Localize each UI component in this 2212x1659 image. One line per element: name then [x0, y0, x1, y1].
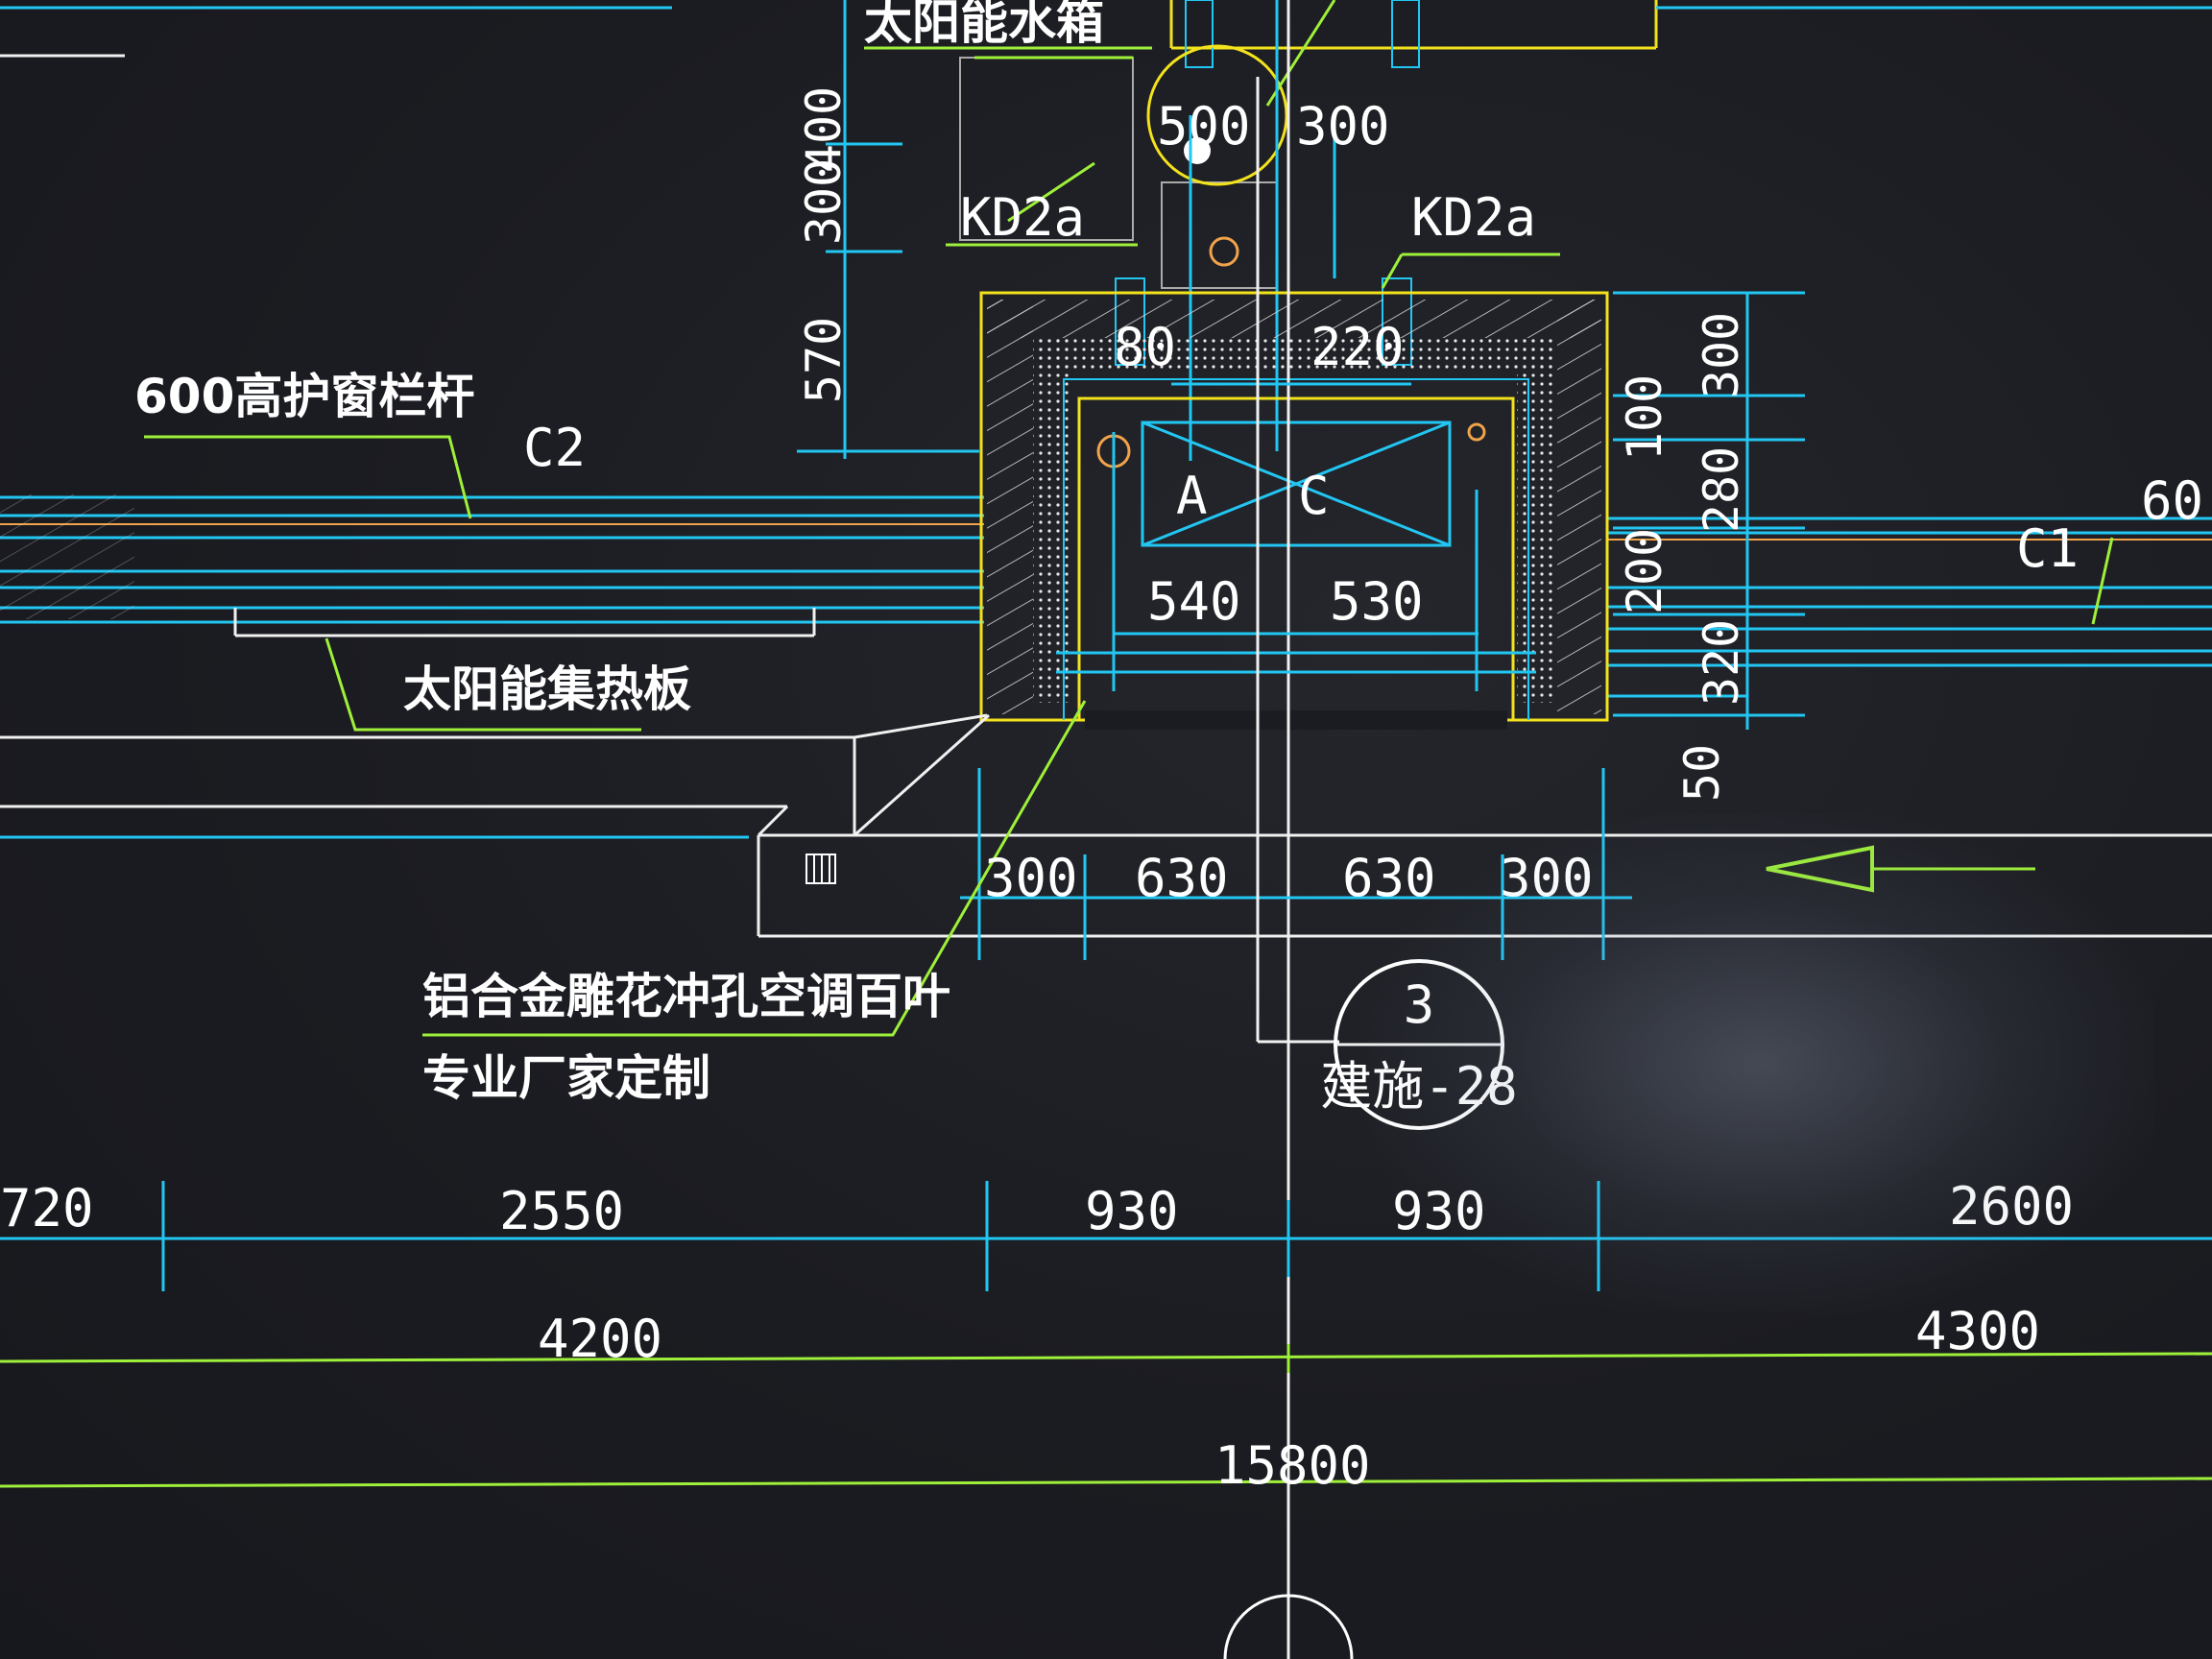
dim-row2-4: 2600 [1949, 1176, 2074, 1237]
dim-row1-3: 300 [1500, 848, 1594, 908]
leader-lines [144, 77, 2114, 1044]
dim-right-v-1: 100 [1617, 374, 1672, 461]
ac-niche [979, 0, 1609, 1659]
plan-lines [0, 494, 2212, 698]
dim-row2-2: 930 [1085, 1181, 1179, 1241]
callout-reference: 建施-28 [1320, 1056, 1518, 1117]
right-vertical-dimension [1613, 291, 1805, 730]
dim-top-0: 500 [1157, 96, 1251, 156]
dim-total: 15800 [1214, 1435, 1371, 1496]
dim-row1-1: 630 [1135, 848, 1229, 908]
dim-inner-mid-0: 540 [1147, 571, 1241, 632]
dim-row2-3: 930 [1392, 1181, 1486, 1241]
dim-right-v-5: 50 [1674, 744, 1730, 802]
axis-bubble [1223, 1594, 1354, 1659]
sill-lines [0, 713, 2212, 960]
dim-right-v-4: 320 [1694, 619, 1749, 706]
label-c1: C1 [2016, 518, 2079, 579]
dim-right-v-3: 200 [1617, 528, 1672, 614]
dim-row3-1: 4300 [1915, 1301, 2040, 1361]
top-structure [0, 0, 2212, 461]
dim-row2-1: 2550 [499, 1181, 624, 1241]
label-collector: 太阳能集热板 [403, 661, 691, 717]
label-kd-right: KD2a [1411, 187, 1536, 248]
dim-left-v-2: 570 [796, 317, 852, 403]
label-louver-line2: 专业厂家定制 [422, 1050, 710, 1106]
dim-inner-top-1: 220 [1310, 317, 1405, 377]
dim-row1-2: 630 [1342, 848, 1436, 908]
dim-row2-0: 720 [0, 1178, 94, 1238]
dim-left-v-0: 400 [796, 86, 852, 173]
label-kd-left: KD2a [960, 187, 1085, 248]
dim-inner-top-0: 80 [1114, 317, 1176, 377]
label-c: C [1298, 466, 1330, 526]
label-c2: C2 [523, 418, 586, 478]
callout-number: 3 [1404, 974, 1435, 1035]
label-louver-line1: 铝合金雕花冲孔空调百叶 [422, 969, 950, 1024]
direction-arrow [1766, 845, 2035, 893]
dim-right-v-2: 280 [1694, 446, 1749, 533]
dimension-chains [0, 1181, 2212, 1488]
detail-callout[interactable]: 3 建施-28 [1320, 959, 1518, 1130]
dim-row3-0: 4200 [538, 1309, 662, 1369]
left-vertical-dimension [797, 0, 979, 459]
dim-right-v-0: 300 [1694, 312, 1749, 398]
dim-inner-mid-1: 530 [1330, 571, 1424, 632]
dim-row1-0: 300 [984, 848, 1078, 908]
label-solar-tank: 太阳能水箱 [864, 0, 1104, 50]
dim-left-v-1: 300 [796, 158, 852, 245]
dim-top-1: 300 [1296, 96, 1390, 156]
label-railing: 600高护窗栏杆 [134, 369, 474, 424]
inner-dimension-lines [1056, 382, 1536, 674]
label-edge-right: 60 [2141, 470, 2203, 531]
label-a: A [1176, 466, 1208, 526]
